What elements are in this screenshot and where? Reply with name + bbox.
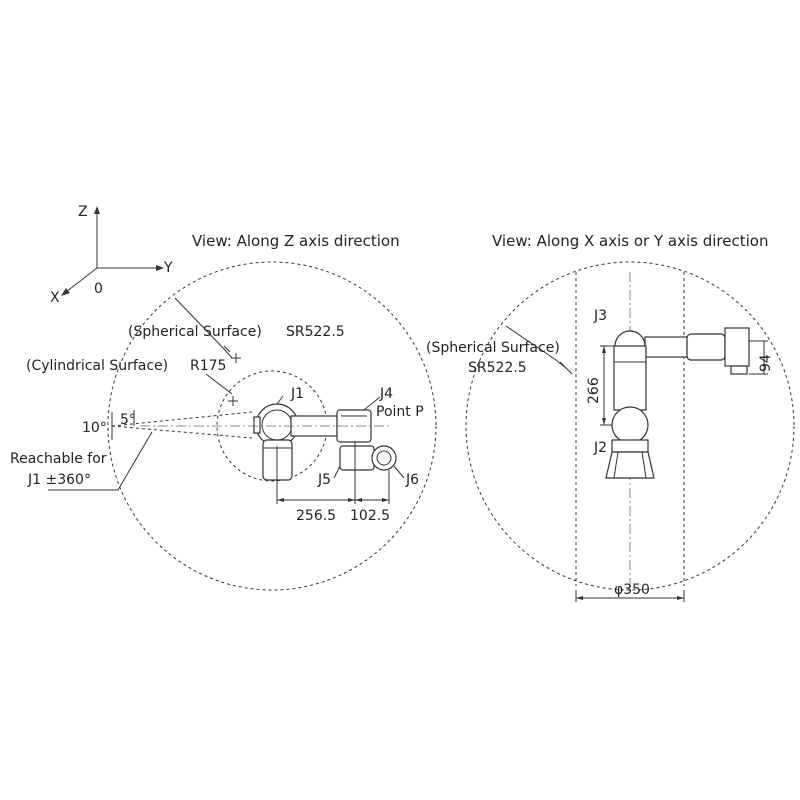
spherical-boundary-xy: [465, 261, 795, 591]
y-axis-label: Y: [163, 260, 173, 276]
r-label: R175: [190, 358, 226, 374]
angle-5-label: 5°: [120, 412, 136, 428]
robot-side-view: [605, 327, 750, 479]
view-along-xy: View: Along X axis or Y axis direction (…: [426, 232, 795, 602]
coordinate-axes: Z Y X 0: [50, 204, 173, 306]
spherical-surface-label-xy: (Spherical Surface): [426, 340, 560, 356]
cylindrical-surface-label: (Cylindrical Surface): [26, 358, 168, 374]
j5-label: J5: [317, 472, 331, 488]
sr-label: SR522.5: [286, 324, 345, 340]
j3-label: J3: [593, 308, 607, 324]
spherical-surface-label: (Spherical Surface): [128, 324, 262, 340]
sr-label-xy: SR522.5: [468, 360, 527, 376]
angle-10-label: 10°: [82, 420, 107, 436]
dim-256-label: 256.5: [296, 508, 336, 524]
dim-102-label: 102.5: [350, 508, 390, 524]
spherical-boundary-z: [107, 261, 437, 591]
z-axis-label: Z: [78, 204, 88, 220]
reachable-line1: Reachable for: [10, 451, 107, 467]
robot-top-view: [140, 403, 397, 481]
dim-266-label: 266: [586, 377, 602, 404]
point-p-label: Point P: [376, 404, 424, 420]
x-axis-label: X: [50, 290, 60, 306]
view-xy-title: View: Along X axis or Y axis direction: [492, 232, 768, 250]
j1-label: J1: [290, 386, 304, 402]
reachable-line2: J1 ±360°: [27, 472, 91, 488]
dim-94-label: 94: [758, 354, 774, 372]
origin-label: 0: [94, 281, 103, 297]
j2-label: J2: [593, 440, 607, 456]
view-along-z: View: Along Z axis direction (Spherical …: [10, 232, 437, 591]
j4-label: J4: [379, 386, 393, 402]
j6-label: J6: [405, 472, 419, 488]
dim-350-label: φ350: [614, 582, 650, 598]
view-z-title: View: Along Z axis direction: [192, 232, 400, 250]
